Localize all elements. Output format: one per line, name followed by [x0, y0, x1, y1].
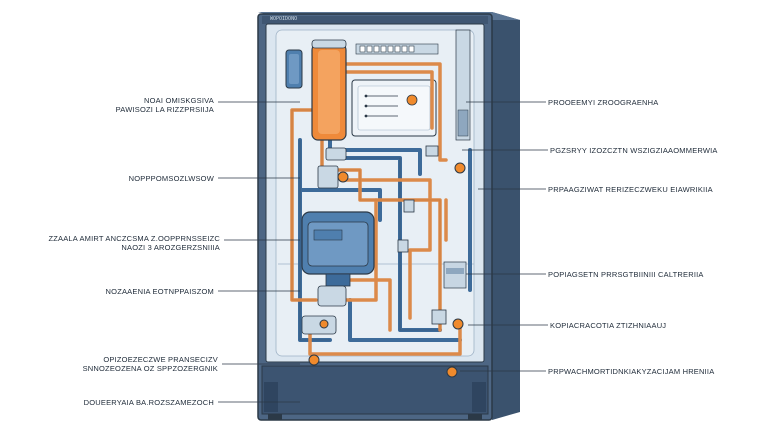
label-right-5: KOPIACRACOTIA ZTIZHNIAAUJ	[550, 321, 667, 330]
label-left-1: NOAI OMISKGSIVA PAWISOZI LA RIZZPRSIIJA	[115, 96, 214, 114]
brand-text: WOPOIDONO	[270, 16, 298, 22]
rail-block-2	[443, 261, 467, 289]
label-left-2: NOPPPOMSOZLWSOW	[128, 174, 214, 183]
lower-grille-left	[264, 382, 278, 412]
foot-left	[268, 414, 282, 420]
foot-right	[468, 414, 482, 420]
label-right-1: PROOEEMYI ZROOGRAENHA	[548, 98, 659, 107]
label-left-4: NOZAAENIA EOTNPPAISZOM	[105, 287, 214, 296]
lower-grille-right	[472, 382, 486, 412]
label-right-4: POPIAGSETN PRRSGTBIINIII CALTRERIIA	[548, 270, 704, 279]
label-right-6: PRPWACHMORTIDNKIAKYZACIJAM HRENIIA	[548, 367, 715, 376]
fittings	[301, 145, 447, 335]
rail-block-1	[457, 109, 469, 137]
leader-lines	[218, 101, 548, 403]
compressor	[301, 211, 375, 287]
label-right-2: PGZSRYY IZOZCZTN WSZIGZIAAOMMERWIA	[550, 146, 718, 155]
control-indicator	[406, 94, 418, 106]
side-rail	[443, 29, 471, 289]
buffer-tank	[311, 39, 347, 141]
brand-strip	[262, 16, 488, 24]
cabinet-side	[492, 12, 520, 420]
connection-points	[308, 162, 466, 378]
control-box	[351, 43, 439, 137]
label-left-3: ZZAALA AMIRT ANCZCSMA Z.OOPPRNSSEIZC NAO…	[48, 234, 220, 252]
label-left-6: DOUEERYAIA BA.ROZSZAMEZOCH	[83, 398, 214, 407]
inner-panel-recess	[275, 29, 475, 357]
label-right-3: PRPAAGZIWAT RERIZECZWEKU EIAWRIKIIA	[548, 185, 713, 194]
label-left-5: OPIZOEZECZWE PRANSECIZV SNNOZEOZENA OZ S…	[82, 355, 218, 373]
rail-block-3	[446, 268, 464, 274]
expansion-vessel	[285, 49, 303, 89]
